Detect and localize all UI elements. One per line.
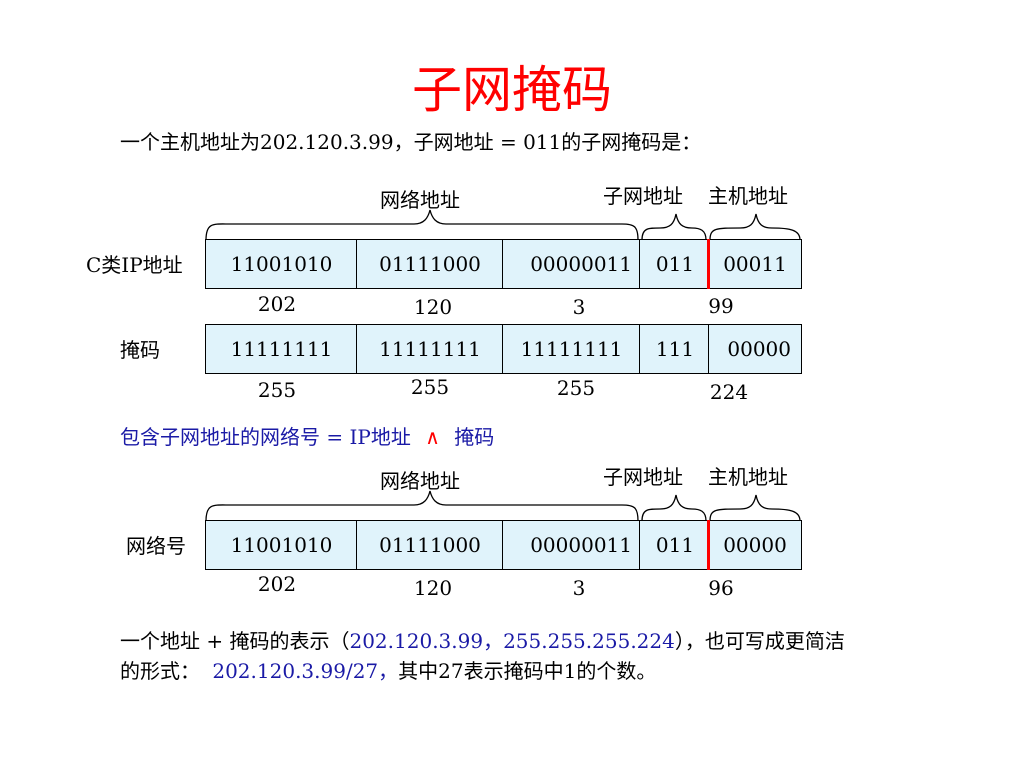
net-octet-1: 11001010 — [205, 520, 358, 570]
network-address-label-2: 网络地址 — [380, 469, 460, 493]
ip-octet-2: 01111000 — [356, 239, 504, 289]
net-subnet-bits: 011 — [639, 520, 711, 570]
formula-line: 包含子网地址的网络号 = IP地址 ∧ 掩码 — [120, 421, 494, 450]
mask-octet-3: 11111111 — [502, 324, 641, 374]
footer-l1-a: 一个地址 + 掩码的表示（ — [120, 629, 350, 653]
network-address-label: 网络地址 — [380, 188, 460, 212]
mask-octet-2: 11111111 — [356, 324, 504, 374]
subnet-host-divider — [707, 239, 710, 289]
mask-decimal-4: 224 — [709, 380, 749, 404]
ip-octet-1: 11001010 — [205, 239, 358, 289]
subnet-address-label: 子网地址 — [603, 184, 683, 208]
and-operator: ∧ — [425, 425, 440, 449]
net-decimal-4: 96 — [708, 576, 734, 600]
footer-l2-b: 202.120.3.99/27， — [212, 659, 399, 683]
ip-host-bits: 00011 — [708, 239, 802, 289]
ip-octet-3: 00000011 — [502, 239, 641, 289]
net-decimal-3: 3 — [572, 576, 586, 600]
ip-decimal-3: 3 — [572, 295, 586, 319]
net-octet-2: 01111000 — [356, 520, 504, 570]
mask-decimal-3: 255 — [556, 376, 596, 400]
subnet-host-divider-2 — [707, 520, 710, 570]
mask-subnet-bits: 111 — [639, 324, 711, 374]
footer-l1-c: ），也可写成更简洁 — [674, 629, 845, 653]
subnet-address-label-2: 子网地址 — [603, 465, 683, 489]
net-decimal-2: 120 — [413, 576, 453, 600]
ip-subnet-bits: 011 — [639, 239, 711, 289]
formula-text: 包含子网地址的网络号 = IP地址 — [120, 425, 411, 449]
mask-row-label: 掩码 — [120, 338, 160, 362]
intro-text: 一个主机地址为202.120.3.99，子网地址 = 011的子网掩码是： — [120, 130, 702, 154]
page-title: 子网掩码 — [412, 61, 612, 119]
host-address-label-2: 主机地址 — [708, 465, 788, 489]
footer-line-1: 一个地址 + 掩码的表示（202.120.3.99，255.255.255.22… — [120, 625, 845, 654]
footer-l2-c: 其中27表示掩码中1的个数。 — [398, 659, 657, 683]
mask-decimal-2: 255 — [410, 375, 450, 399]
mask-decimal-1: 255 — [257, 378, 297, 402]
ip-decimal-2: 120 — [413, 295, 453, 319]
net-octet-3: 00000011 — [502, 520, 641, 570]
mask-octet-1: 11111111 — [205, 324, 358, 374]
net-row-label: 网络号 — [126, 534, 186, 558]
ip-decimal-4: 99 — [708, 294, 734, 318]
formula-tail: 掩码 — [454, 425, 495, 449]
net-decimal-1: 202 — [257, 572, 297, 596]
footer-l1-b: 202.120.3.99，255.255.255.224 — [349, 629, 675, 653]
ip-row-label: C类IP地址 — [86, 253, 183, 277]
net-host-bits: 00000 — [708, 520, 802, 570]
host-address-label: 主机地址 — [708, 184, 788, 208]
footer-l2-a: 的形式： — [120, 659, 200, 683]
ip-decimal-1: 202 — [257, 292, 297, 316]
mask-host-bits: 00000 — [708, 324, 802, 374]
footer-line-2: 的形式： 202.120.3.99/27，其中27表示掩码中1的个数。 — [120, 655, 656, 684]
